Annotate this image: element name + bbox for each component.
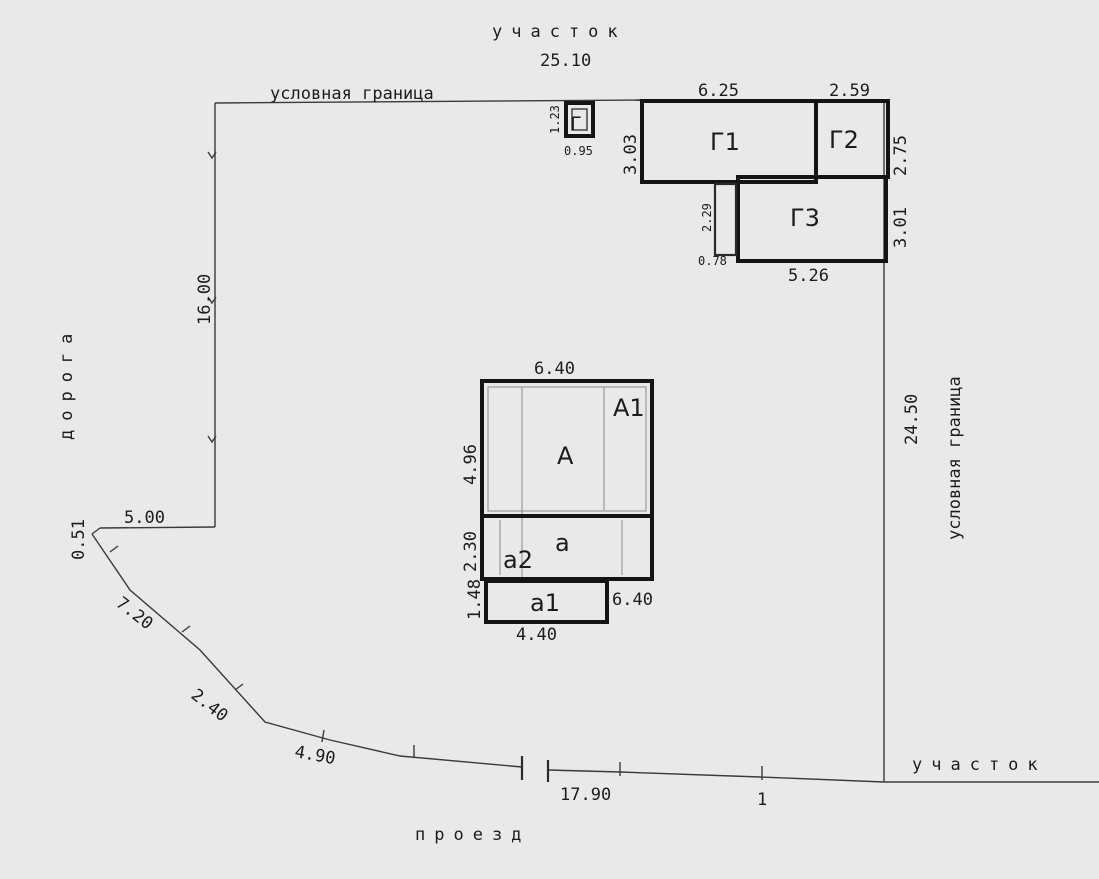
dim-g3-width: 5.26 [788, 266, 829, 286]
dim-a-width: 6.40 [612, 590, 653, 610]
dim-right-side: 24.50 [902, 394, 922, 445]
dim-house-width: 6.40 [534, 359, 575, 379]
dim-a1-height: 1.48 [465, 579, 485, 620]
label-right-boundary: условная граница [945, 376, 965, 540]
dim-g2-width: 2.59 [829, 81, 870, 101]
outbuildings [564, 99, 890, 263]
dim-g1-height: 3.03 [621, 134, 641, 175]
bottom-boundary-right [547, 769, 1099, 783]
label-g2: Г2 [829, 126, 859, 154]
label-porch-a1: а1 [530, 589, 560, 617]
label-veranda-a: а [555, 529, 570, 557]
label-g3: Г3 [790, 204, 820, 232]
dim-seg-4: 17.90 [560, 785, 611, 805]
dim-a-height: 2.30 [461, 531, 481, 572]
corner-line [91, 527, 101, 535]
label-bottom-right-plot: участок [912, 755, 1047, 775]
house [480, 379, 654, 624]
label-house-main: А [557, 442, 574, 470]
label-top-plot-length: 25.10 [540, 51, 591, 71]
dim-house-height: 4.96 [461, 444, 481, 485]
house-main-inner [487, 386, 647, 512]
dim-small-height: 1.23 [548, 105, 562, 134]
dim-left-corner: 0.51 [69, 519, 89, 560]
left-ticks [207, 151, 217, 444]
label-small: Г [570, 113, 581, 135]
dim-small-width: 0.95 [564, 144, 593, 158]
bottom-ticks [109, 545, 763, 780]
dim-g2-height: 2.75 [891, 135, 911, 176]
building-small [564, 101, 595, 138]
building-g3-annex [713, 182, 738, 257]
label-g1: Г1 [710, 128, 740, 156]
dim-a1-width: 4.40 [516, 625, 557, 645]
label-house-a1: А1 [613, 394, 645, 422]
building-small-inner [571, 108, 588, 131]
label-top-boundary: условная граница [270, 84, 434, 104]
bottom-boundary-left [91, 533, 523, 768]
dim-left-vertical: 16.00 [195, 274, 215, 325]
label-driveway: проезд [415, 825, 530, 845]
building-g3 [736, 175, 888, 263]
dim-g3-left-width: 0.78 [698, 254, 727, 268]
left-short-line [99, 526, 216, 529]
dim-g1-width: 6.25 [698, 81, 739, 101]
porch-a1-outline [484, 579, 609, 624]
top-boundary-line [214, 99, 641, 104]
label-veranda-a2: а2 [503, 546, 533, 574]
label-road: дорога [57, 325, 77, 440]
dim-g3-height: 3.01 [891, 207, 911, 248]
dim-g3-left-height: 2.29 [700, 203, 714, 232]
dim-left-short: 5.00 [124, 508, 165, 528]
plot-boundary [91, 99, 1099, 783]
dim-seg-5: 1 [757, 790, 767, 810]
label-top-plot: участок [492, 22, 627, 42]
